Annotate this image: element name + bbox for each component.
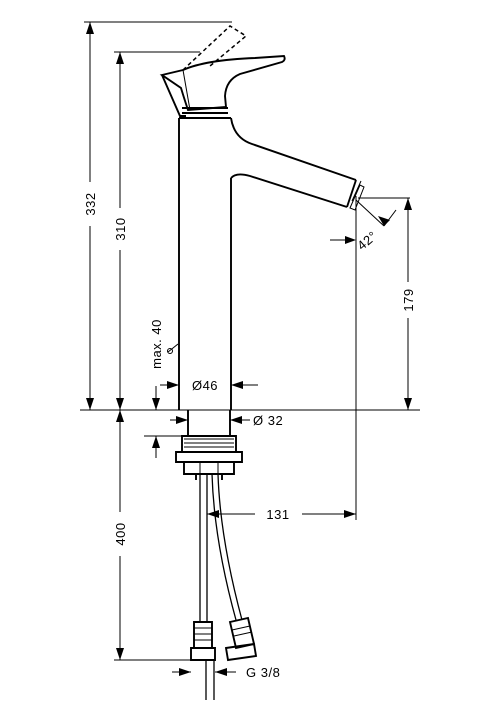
dimension-lines bbox=[80, 21, 420, 676]
dim-connection-thread: G 3/8 bbox=[246, 665, 280, 680]
dim-hose-length: 400 bbox=[113, 522, 128, 545]
dimension-labels: 332 310 179 max. 40 400 Ø46 Ø 32 131 42°… bbox=[83, 192, 416, 680]
faucet-body bbox=[178, 117, 365, 410]
dim-shank-diameter: Ø 32 bbox=[253, 413, 283, 428]
dim-lever-clearance: max. 40 bbox=[149, 319, 164, 369]
dim-spray-angle: 42° bbox=[354, 228, 380, 253]
lever-handle bbox=[159, 25, 286, 117]
dim-body-diameter: Ø46 bbox=[192, 378, 218, 393]
dim-total-height: 332 bbox=[83, 192, 98, 215]
dim-outlet-height: 179 bbox=[401, 288, 416, 311]
dim-spout-height: 310 bbox=[113, 217, 128, 240]
mounting-assembly bbox=[167, 343, 243, 480]
dim-reach: 131 bbox=[266, 507, 289, 522]
supply-hoses bbox=[190, 473, 258, 700]
